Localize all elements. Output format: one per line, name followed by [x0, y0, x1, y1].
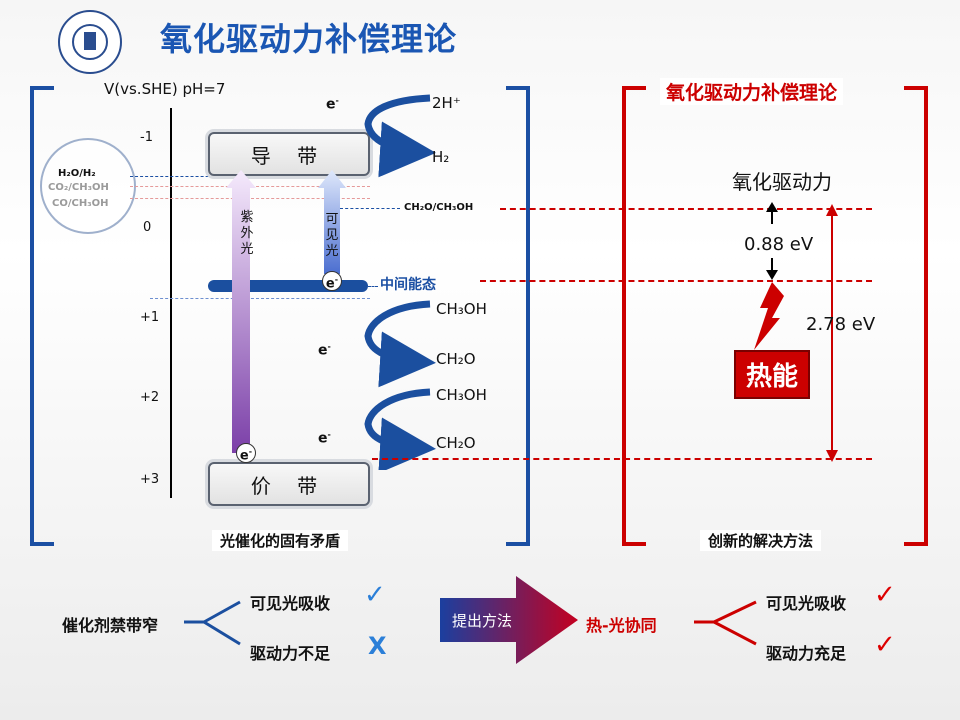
ch2o-level-line [340, 208, 400, 209]
right-header: 氧化驱动力补偿理论 [660, 78, 844, 105]
tick-label: -1 [140, 130, 153, 145]
left-bracket-right [506, 86, 530, 546]
intermediate-connector [368, 286, 378, 287]
tick-label: +2 [140, 390, 160, 405]
check-icon: ✓ [364, 580, 386, 610]
check-icon: ✓ [874, 580, 896, 610]
electron-label: e- [318, 342, 331, 359]
gap-large-label: 2.78 eV [806, 314, 876, 335]
uv-arrow [226, 170, 256, 453]
propose-arrow [440, 576, 578, 664]
tick-label: +1 [140, 310, 160, 325]
plus1-level-line [150, 298, 370, 299]
right-root: 热-光协同 [586, 616, 657, 635]
left-branch-top: 可见光吸收 [250, 594, 331, 613]
excitation-arrows [226, 170, 346, 453]
visible-arrow [318, 170, 346, 274]
right-branch-bottom: 驱动力充足 [766, 644, 847, 663]
electron-label: e- [326, 96, 339, 113]
gap-small-label: 0.88 eV [744, 234, 814, 255]
electron-valence: e- [236, 443, 256, 463]
tick-label: +3 [140, 472, 160, 487]
uv-label: 紫外光 [240, 210, 254, 257]
reaction-low-reactant: CH₃OH [436, 386, 487, 404]
right-caption: 创新的解决方法 [700, 530, 822, 551]
valence-band: 价 带 [208, 462, 370, 506]
potential-axis [170, 108, 172, 498]
h2-level-line [130, 176, 370, 177]
right-bracket-left [622, 86, 646, 546]
cross-icon: X [368, 632, 387, 660]
energy-gap-arrows [754, 202, 838, 462]
driving-force-label: 氧化驱动力 [732, 170, 832, 194]
page-title: 氧化驱动力补偿理论 [160, 20, 458, 58]
level-line-top [500, 208, 872, 210]
left-caption: 光催化的固有矛盾 [212, 530, 349, 551]
lightning-icon [754, 282, 784, 350]
heat-badge: 热能 [734, 350, 811, 399]
left-root: 催化剂禁带窄 [62, 616, 159, 635]
co2-ch3oh-label: CO₂/CH₃OH [48, 182, 109, 193]
reaction-mid-product: CH₂O [436, 350, 476, 368]
electron-label: e- [318, 430, 331, 447]
reaction-mid-reactant: CH₃OH [436, 300, 487, 318]
conduction-band: 导 带 [208, 132, 370, 176]
right-bracket-right [904, 86, 928, 546]
check-icon: ✓ [874, 630, 896, 660]
ch2o-ch3oh-label: CH₂O/CH₃OH [404, 202, 474, 213]
co-ch3oh-label: CO/CH₃OH [52, 198, 109, 209]
right-branch-lines [694, 600, 757, 646]
left-bracket-left [30, 86, 54, 546]
right-branch-top: 可见光吸收 [766, 594, 847, 613]
visible-label: 可见光 [325, 212, 339, 259]
level-line-bottom [372, 458, 872, 460]
level-line-mid [480, 280, 872, 282]
left-branch-bottom: 驱动力不足 [250, 644, 331, 663]
reaction-low-product: CH₂O [436, 434, 476, 452]
intermediate-state-label: 中间能态 [380, 277, 436, 293]
left-branch-lines [184, 600, 241, 646]
reaction-top-reactant: 2H⁺ [432, 94, 461, 112]
axis-label: V(vs.SHE) pH=7 [104, 80, 226, 98]
electron-intermediate: e- [322, 271, 342, 291]
h2o-h2-label: H₂O/H₂ [58, 168, 96, 179]
university-logo [58, 10, 122, 74]
reaction-top-product: H₂ [432, 148, 450, 166]
reaction-curves [364, 94, 436, 470]
tick-label: 0 [143, 220, 152, 235]
propose-label: 提出方法 [452, 612, 513, 630]
